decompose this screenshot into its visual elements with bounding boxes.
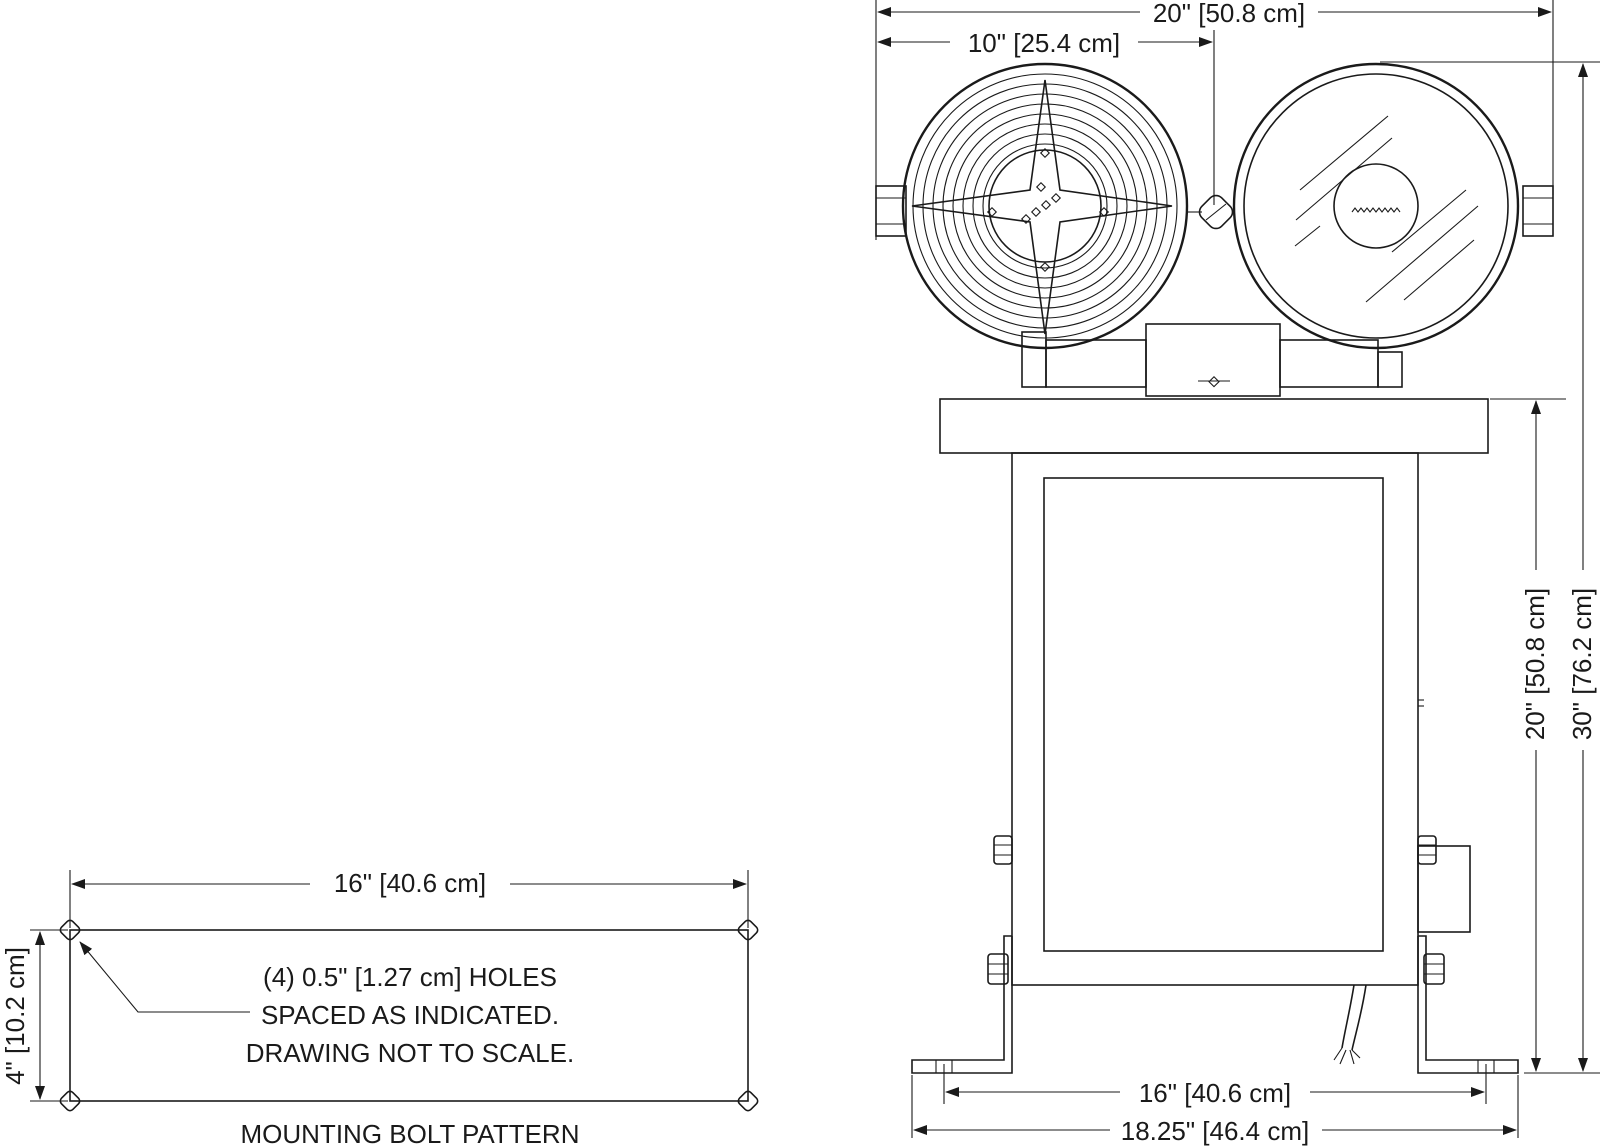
overall-width-dimension: 20" [50.8 cm] xyxy=(875,0,1554,240)
unit-elevation: 20" [50.8 cm] 10" [25.4 cm] xyxy=(875,0,1600,1146)
bolt-hole xyxy=(59,919,81,941)
bolt-pattern-outline xyxy=(69,929,749,1102)
lamp-width-label: 10" [25.4 cm] xyxy=(968,28,1120,58)
base-width-label: 18.25" [46.4 cm] xyxy=(1121,1116,1309,1146)
bolt-spacing-label: 16" [40.6 cm] xyxy=(1139,1078,1291,1108)
base-height-label: 20" [50.8 cm] xyxy=(1520,588,1550,740)
hole-note-line-2: SPACED AS INDICATED. xyxy=(261,1000,559,1030)
mounting-bolt-pattern: 16" [40.6 cm] 4" [10.2 cm] (4) 0.5" [1.2… xyxy=(0,868,759,1147)
bolt-hole xyxy=(59,1090,81,1112)
bolt-spacing-dimension: 16" [40.6 cm] xyxy=(943,1064,1487,1108)
power-cable xyxy=(1333,984,1367,1065)
side-mounting-bracket xyxy=(1522,185,1554,237)
right-lamp-head xyxy=(1232,62,1520,350)
pedestal-cap xyxy=(939,398,1489,454)
pedestal-body xyxy=(1011,452,1424,986)
mounting-foot xyxy=(1417,935,1519,1074)
left-lamp-head xyxy=(901,62,1189,350)
base-height-dimension: 20" [50.8 cm] xyxy=(1490,398,1600,1074)
bulb-filament xyxy=(1351,207,1401,213)
bolt-pattern-height-dimension: 4" [10.2 cm] xyxy=(0,931,45,1100)
adjustment-knob xyxy=(1188,194,1234,230)
junction-box xyxy=(1417,845,1471,933)
hex-nut xyxy=(1423,953,1445,985)
overall-height-label: 30" [76.2 cm] xyxy=(1567,588,1597,740)
mounting-screw xyxy=(986,147,1110,273)
hole-note-line-3: DRAWING NOT TO SCALE. xyxy=(246,1038,574,1068)
bolt-hole xyxy=(737,1090,759,1112)
lamp-width-dimension: 10" [25.4 cm] xyxy=(877,28,1215,205)
bolt-hole xyxy=(737,919,759,941)
hole-note-leader xyxy=(79,941,250,1013)
overall-height-dimension: 30" [76.2 cm] xyxy=(1380,61,1600,1072)
overall-width-label: 20" [50.8 cm] xyxy=(1153,0,1305,28)
glass-reflection xyxy=(1294,115,1479,303)
hex-nut xyxy=(1417,835,1437,865)
star-reflector xyxy=(911,79,1173,335)
mounting-foot xyxy=(911,935,1013,1074)
hole-note-line-1: (4) 0.5" [1.27 cm] HOLES xyxy=(263,962,557,992)
bolt-pattern-width-dimension: 16" [40.6 cm] xyxy=(71,868,747,898)
bolt-pattern-height-label: 4" [10.2 cm] xyxy=(0,947,30,1085)
bolt-pattern-width-label: 16" [40.6 cm] xyxy=(334,868,486,898)
bolt-pattern-title: MOUNTING BOLT PATTERN xyxy=(241,1119,580,1147)
hex-nut xyxy=(993,835,1013,865)
hex-nut xyxy=(987,953,1009,985)
access-panel xyxy=(1043,477,1384,952)
bulb xyxy=(1333,163,1419,249)
side-mounting-bracket xyxy=(875,185,907,237)
lamp-crossbar xyxy=(1021,323,1403,397)
base-width-dimension: 18.25" [46.4 cm] xyxy=(911,1075,1519,1146)
